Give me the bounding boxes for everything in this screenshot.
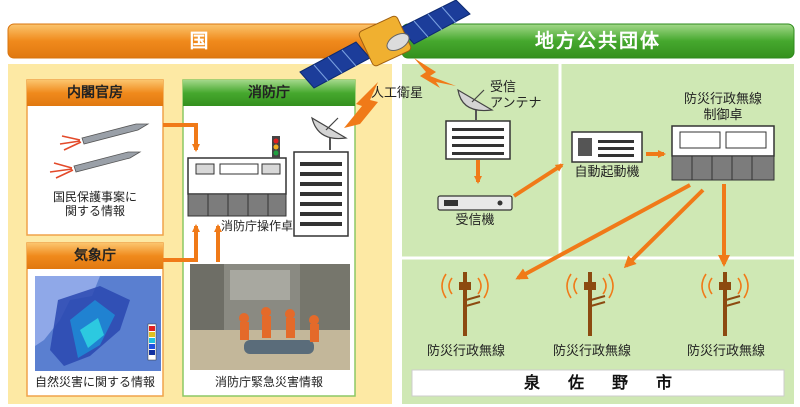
- receiver-label: 受信機: [455, 213, 495, 228]
- console-icon: [187, 136, 287, 217]
- natural-disaster-info-label: 自然災害に関する情報: [34, 375, 155, 389]
- arrow-jma-to-console: [163, 224, 200, 262]
- radio-3-label: 防災行政無線: [686, 344, 765, 359]
- arrow-receiver-to-starter: [512, 163, 564, 198]
- radio-2-label: 防災行政無線: [552, 344, 631, 359]
- header-local-title: 地方公共団体: [534, 30, 661, 52]
- speaker-tower-icon: [701, 272, 749, 336]
- city-name: 泉佐野市: [523, 373, 700, 392]
- satellite-icon: [299, 0, 471, 89]
- fdma-emergency-info-label: 消防庁緊急災害情報: [214, 375, 323, 389]
- fdma-box-header: [183, 80, 355, 106]
- jma-box-header: [27, 243, 163, 269]
- auto-starter-icon: [571, 131, 643, 163]
- receive-antenna-label: 受信 アンテナ: [490, 80, 542, 111]
- missile-icon: [49, 123, 150, 179]
- city-bar: [411, 369, 785, 397]
- console-icon: [671, 125, 775, 181]
- receiver-icon: [437, 195, 513, 211]
- fdma-console-label: 消防庁操作卓: [220, 219, 293, 233]
- header-national-title: 国: [189, 30, 211, 52]
- building-icon: [293, 151, 349, 237]
- radio-control-console-label: 防災行政無線 制御卓: [683, 92, 762, 123]
- auto-starter-label: 自動起動機: [574, 165, 640, 180]
- radio-1-label: 防災行政無線: [426, 344, 505, 359]
- arrow-console-to-radio-1: [515, 183, 691, 280]
- cabinet-box-header: [27, 80, 163, 106]
- weather-map-image: [35, 276, 161, 371]
- dish-antenna-icon: [457, 88, 494, 120]
- fdma-box-title: 消防庁: [248, 85, 290, 101]
- receiver-icon: [445, 120, 511, 160]
- arrow-cabinet-to-console: [163, 123, 200, 152]
- dish-antenna-icon: [311, 116, 348, 150]
- signal-bolt-downlink: [414, 58, 456, 88]
- cabinet-box-title: 内閣官房: [67, 85, 123, 101]
- arrow-console-to-radio-2: [623, 188, 705, 269]
- satellite-label: 人工衛星: [370, 86, 423, 101]
- speaker-tower-icon: [441, 272, 489, 336]
- civil-protection-info-label: 国民保護事案に 関する情報: [52, 190, 137, 219]
- signal-bolt-uplink: [344, 82, 378, 128]
- speaker-tower-icon: [566, 272, 614, 336]
- rescue-photo-image: [190, 264, 350, 370]
- jma-box-title: 気象庁: [74, 248, 116, 264]
